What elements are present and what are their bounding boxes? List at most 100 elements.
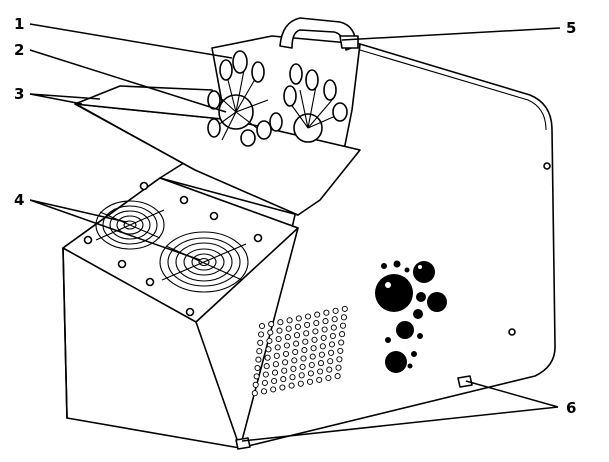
vent-hole [326,366,333,373]
vent-hole [339,331,346,338]
vent-hole [306,378,314,385]
vent-hole [332,307,339,314]
vent-hole [270,386,277,393]
vent-hole [290,365,297,372]
vent-hole [327,358,334,365]
vent-hole [256,348,263,355]
vent-hole [282,350,290,357]
vent-hole [261,379,268,386]
vent-hole [302,338,309,345]
vent-hole [286,317,293,324]
bubble-wand-wheel-right [283,63,348,143]
vent-hole [318,351,325,358]
vent-hole [280,376,287,383]
vent-hole [281,367,288,374]
vent-hole [313,319,320,327]
carry-handle [279,17,359,51]
vent-hole [294,323,301,330]
vent-hole [255,356,262,363]
vent-hole [341,305,348,312]
callout-4-leader [29,199,201,261]
vent-hole [310,345,317,352]
vent-hole [293,332,301,339]
callout-6-number: 6 [566,399,576,417]
vent-hole [328,349,335,356]
vent-hole [320,334,327,341]
vent-hole [338,339,345,346]
vent-hole [312,328,319,335]
vent-hole [314,311,321,318]
vent-hole [303,330,310,337]
vent-hole [317,360,325,367]
vent-hole [275,335,282,343]
fan-left [83,181,189,269]
vent-hole [251,390,258,397]
vent-hole [322,318,329,325]
vent-hole [282,359,289,366]
vent-hole [253,373,260,380]
vent-hole [304,313,312,320]
vent-hole [283,342,290,349]
vent-hole [293,340,300,347]
callout-2-number: 2 [14,41,24,59]
right-side-panel [239,43,556,449]
vent-hole [258,331,265,338]
vent-hole [258,322,266,330]
vent-hole [257,339,264,346]
vent-hole [337,347,344,354]
vent-hole [260,388,268,395]
vent-hole [268,321,275,328]
vent-hole [331,316,338,323]
callout-1-number: 1 [14,15,24,33]
vent-hole [309,353,316,360]
vent-hole [285,325,292,332]
callout-5-leader [341,27,561,41]
vent-hole [307,370,314,377]
callout-4-number: 4 [14,191,24,209]
machine-body [62,43,556,449]
vent-hole [336,356,343,363]
vent-hole [335,364,342,371]
callout-5-number: 5 [566,19,576,37]
vent-hole [289,374,296,381]
fan-right [145,211,263,317]
vent-hole [325,374,332,382]
callout-6-leader [241,380,559,442]
callout-2-leader [29,49,227,113]
vent-hole [301,347,308,354]
vent-hole [323,309,330,316]
vent-hole [328,341,336,348]
vent-hole [284,334,291,341]
vent-hole [297,380,304,387]
vent-hole [334,373,341,380]
callout-3-leader [29,93,101,105]
vent-hole [291,357,298,364]
feet [235,375,473,450]
vent-hole [263,363,270,370]
callout-1-leader [29,23,233,59]
vent-hole [273,352,280,359]
callouts: 1 2 3 4 5 6 [14,15,576,442]
vent-hole [271,377,278,385]
vent-hole [304,321,311,328]
vent-hole [265,346,272,353]
vent-hole [300,355,307,362]
vent-hole [288,382,295,389]
vent-hole [279,384,286,391]
vent-hole [339,322,347,329]
vent-hole [299,363,306,370]
vent-hole [274,344,281,351]
vent-hole [311,336,318,343]
vent-hole [277,319,284,326]
vent-hole [316,376,323,383]
vent-hole [329,332,336,340]
vent-hole [340,314,347,321]
vent-hole [292,348,299,356]
vent-hole [254,364,261,372]
vent-hole [308,361,315,369]
vent-hole [267,329,274,336]
vent-hole [317,368,324,375]
vent-hole [321,326,328,333]
vent-hole [295,315,302,322]
